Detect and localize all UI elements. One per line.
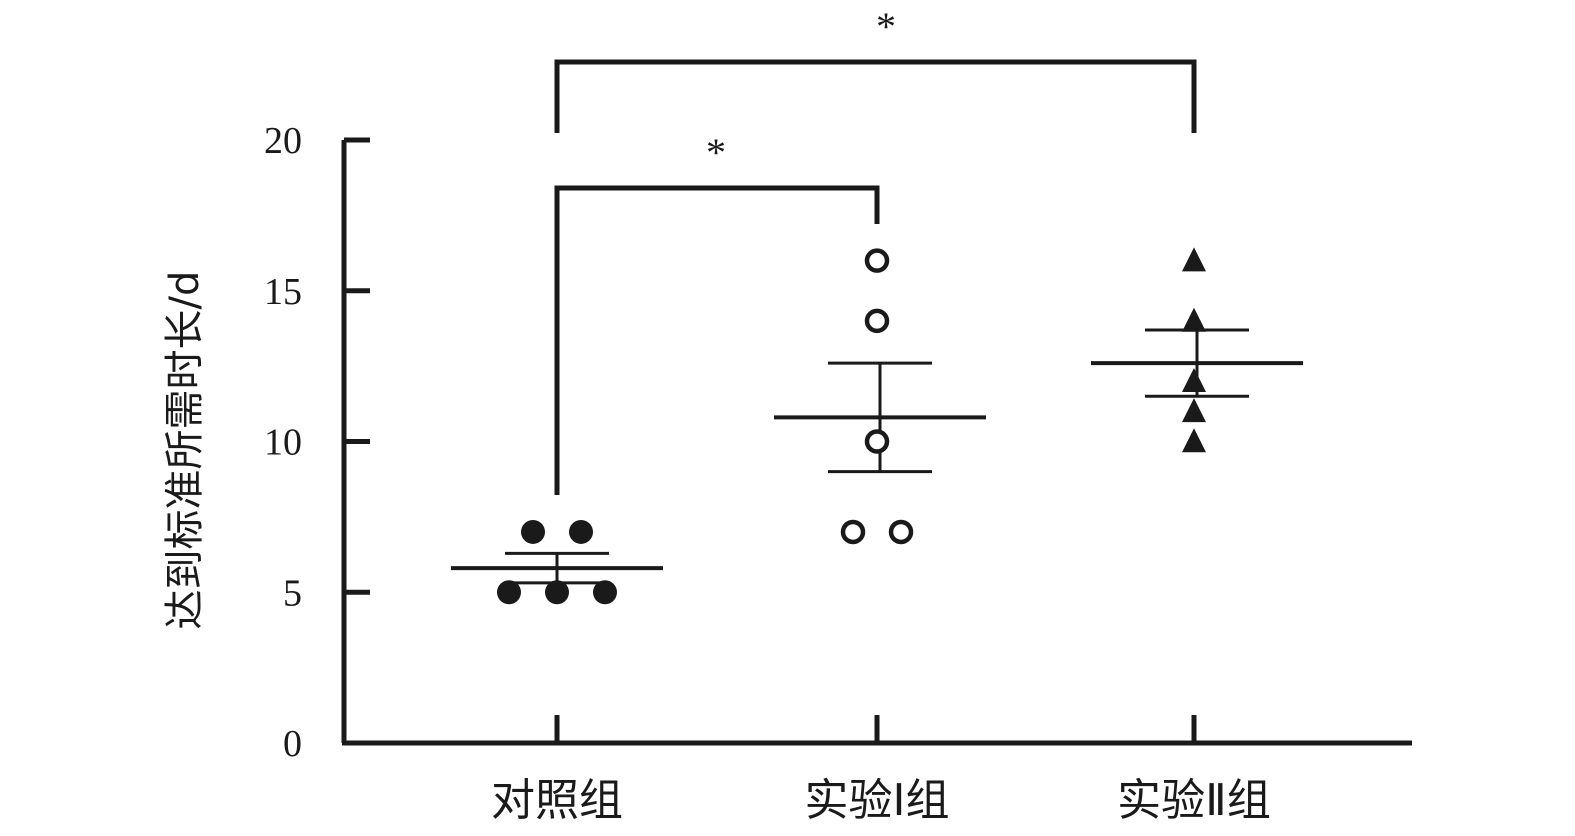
significance-label: * (706, 130, 726, 175)
data-point-open-circle (888, 519, 914, 545)
y-tick-label: 5 (283, 572, 302, 614)
data-point-filled-circle (521, 519, 545, 544)
data-point-open-circle (864, 308, 890, 334)
significance-label: * (876, 4, 896, 49)
y-axis-title: 达到标准所需时长/d (162, 271, 208, 630)
data-points (497, 247, 1206, 605)
y-tick-label: 0 (283, 723, 302, 765)
y-tick-label: 10 (264, 422, 302, 464)
data-point-open-circle (864, 248, 890, 273)
data-point-open-circle (840, 519, 866, 545)
x-category-label: 实验Ⅱ组 (1117, 775, 1271, 826)
data-point-filled-triangle (1182, 368, 1206, 392)
y-tick-label: 15 (264, 271, 302, 313)
x-axis-ticks: 对照组 实验Ⅰ组 实验Ⅱ组 (491, 715, 1271, 826)
significance-bracket (554, 185, 880, 495)
data-point-filled-triangle (1182, 307, 1206, 332)
y-axis-ticks: 0 5 10 15 20 (264, 120, 370, 765)
x-category-label: 实验Ⅰ组 (805, 775, 950, 826)
data-point-filled-circle (569, 519, 593, 544)
mean-sem-bars (451, 328, 1303, 585)
significance-bracket (554, 59, 1197, 133)
data-point-filled-triangle (1182, 247, 1206, 272)
x-category-label: 对照组 (491, 775, 623, 826)
data-point-filled-triangle (1182, 428, 1206, 453)
data-point-filled-circle (497, 580, 521, 605)
data-point-open-circle (864, 429, 890, 454)
data-point-filled-triangle (1182, 398, 1206, 423)
data-point-filled-circle (545, 580, 569, 605)
y-tick-label: 20 (264, 120, 302, 162)
data-point-filled-circle (593, 580, 617, 605)
significance-brackets: ** (554, 4, 1197, 495)
